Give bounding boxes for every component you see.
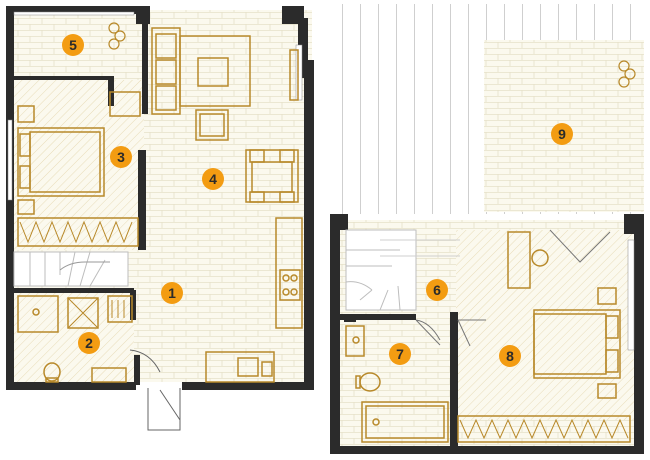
window-living — [295, 44, 303, 101]
living-furniture — [151, 27, 299, 141]
bathroom-7-fixtures — [345, 325, 449, 443]
room-badge-3[interactable]: 3 — [110, 146, 132, 168]
window-balcony — [13, 11, 135, 16]
room-number: 4 — [209, 171, 217, 187]
room-number: 7 — [396, 346, 404, 362]
room-badge-4[interactable]: 4 — [202, 168, 224, 190]
left-floor — [6, 6, 314, 431]
room-number: 6 — [433, 282, 441, 298]
right-walls — [330, 214, 644, 454]
bedroom-8-floor — [456, 230, 636, 420]
plant-icon-terrace — [618, 60, 636, 88]
interior-doors — [415, 229, 611, 347]
stairs-left — [13, 251, 129, 287]
dining-table — [245, 149, 299, 203]
window-bedroom-8 — [627, 239, 635, 351]
bed-room-8 — [457, 231, 631, 443]
room-badge-6[interactable]: 6 — [426, 279, 448, 301]
room-number: 5 — [69, 37, 77, 53]
room-badge-8[interactable]: 8 — [499, 345, 521, 367]
bathroom-fixtures — [17, 295, 133, 383]
room-number: 3 — [117, 149, 125, 165]
stairs-right — [345, 229, 460, 311]
room-number: 2 — [85, 335, 93, 351]
room-number: 9 — [558, 126, 566, 142]
kitchen — [205, 217, 303, 383]
entrance-door — [129, 349, 181, 431]
bed-room-3 — [17, 91, 141, 247]
room-number: 1 — [168, 285, 176, 301]
room-badge-7[interactable]: 7 — [389, 343, 411, 365]
room-badge-5[interactable]: 5 — [62, 34, 84, 56]
bathroom-floor — [14, 292, 134, 382]
room-badge-9[interactable]: 9 — [551, 123, 573, 145]
room-badge-1[interactable]: 1 — [161, 282, 183, 304]
plant-icon-balcony — [108, 22, 126, 50]
room-badge-2[interactable]: 2 — [78, 332, 100, 354]
window-bedroom — [7, 119, 13, 201]
room-number: 8 — [506, 348, 514, 364]
right-floor — [330, 4, 644, 454]
